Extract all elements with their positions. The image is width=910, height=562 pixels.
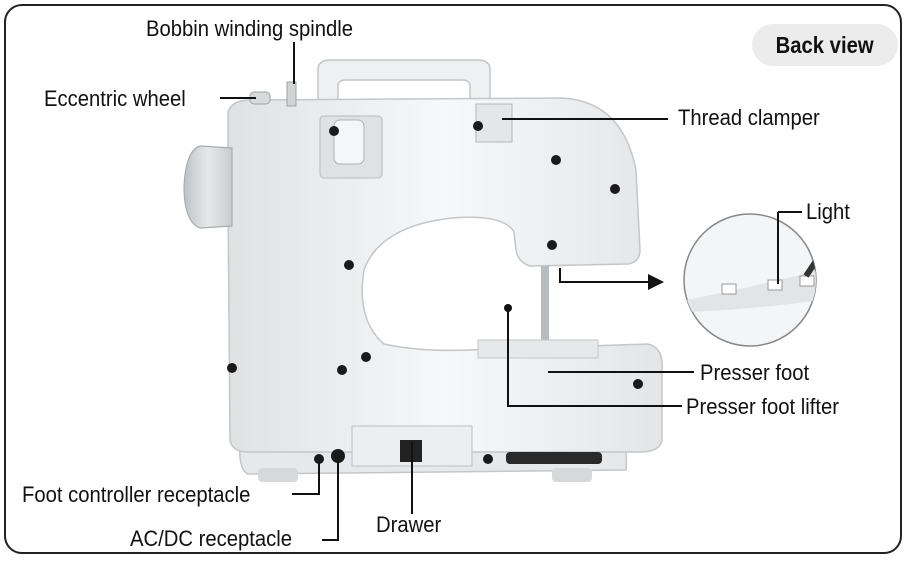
leader-lines — [220, 42, 802, 541]
label-ac-dc-receptacle: AC/DC receptacle — [130, 526, 292, 551]
bobbin-spindle — [286, 81, 297, 107]
label-light: Light — [806, 199, 850, 224]
back-view-badge: Back view — [752, 24, 898, 66]
lifter-dot — [504, 304, 512, 312]
screws — [227, 121, 643, 464]
stitch-plate — [477, 339, 599, 359]
label-presser-foot-lifter: Presser foot lifter — [686, 394, 839, 419]
label-thread-clamper: Thread clamper — [678, 105, 820, 130]
label-foot-controller-receptacle: Foot controller receptacle — [22, 482, 251, 507]
needle-bar — [541, 266, 549, 346]
foot-right — [552, 468, 592, 482]
label-presser-foot: Presser foot — [700, 360, 810, 385]
handwheel — [183, 145, 233, 229]
back-view-label: Back view — [776, 31, 874, 58]
front-slot — [506, 452, 602, 464]
arrow-to-light — [648, 274, 664, 290]
foot-left — [258, 468, 298, 482]
label-eccentric-wheel: Eccentric wheel — [44, 86, 186, 111]
label-drawer: Drawer — [376, 512, 442, 537]
lens-housing — [686, 270, 816, 312]
machine-body — [227, 97, 663, 453]
thread-spool — [333, 119, 365, 165]
diagram-frame — [4, 4, 902, 554]
label-bobbin-winding-spindle: Bobbin winding spindle — [146, 16, 354, 41]
